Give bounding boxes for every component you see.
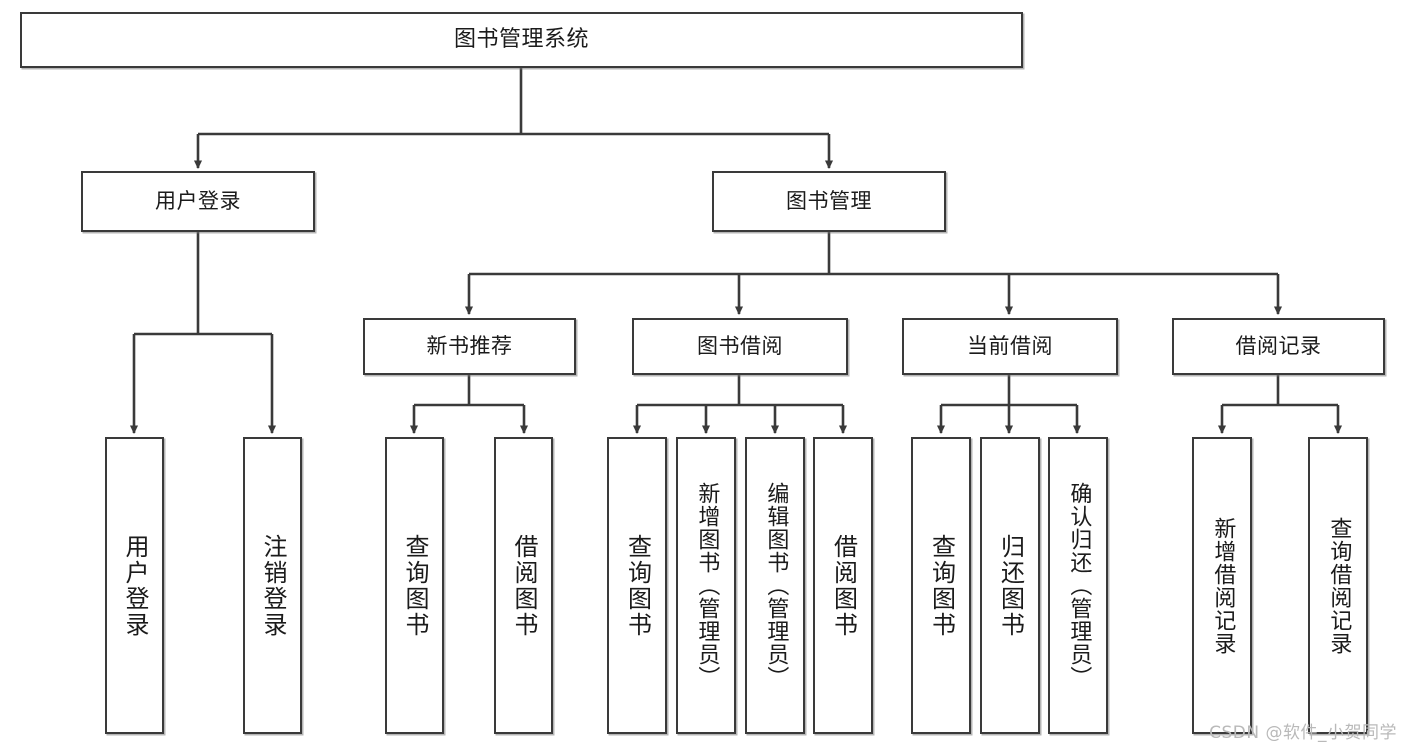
leaf-logout[interactable]: 注销登录 [243, 437, 302, 734]
node-label: 借阅图书 [509, 533, 538, 638]
node-label: 图书管理系统 [453, 27, 589, 53]
node-label: 借阅记录 [1235, 334, 1322, 359]
leaf-edit-book-admin[interactable]: 编辑图书（管理员） [745, 437, 805, 734]
node-label: 新增借阅记录 [1210, 516, 1236, 655]
node-borrow-records[interactable]: 借阅记录 [1172, 318, 1385, 375]
leaf-add-book-admin[interactable]: 新增图书（管理员） [676, 437, 736, 734]
node-label: 新增图书（管理员） [694, 482, 720, 689]
node-label: 查询借阅记录 [1326, 516, 1352, 655]
node-label: 图书管理 [786, 189, 872, 214]
leaf-return-books[interactable]: 归还图书 [980, 437, 1040, 734]
node-new-book-recommendation[interactable]: 新书推荐 [363, 318, 576, 375]
leaf-borrow-books-new[interactable]: 借阅图书 [494, 437, 553, 734]
node-label: 借阅图书 [829, 533, 858, 638]
node-label: 归还图书 [996, 533, 1025, 638]
node-user-login[interactable]: 用户登录 [81, 171, 315, 232]
leaf-query-books-new[interactable]: 查询图书 [385, 437, 444, 734]
leaf-query-books-current[interactable]: 查询图书 [911, 437, 971, 734]
node-label: 编辑图书（管理员） [763, 482, 789, 689]
leaf-user-login[interactable]: 用户登录 [105, 437, 164, 734]
node-book-borrowing[interactable]: 图书借阅 [632, 318, 848, 375]
node-label: 用户登录 [120, 533, 149, 638]
node-book-management[interactable]: 图书管理 [712, 171, 946, 232]
node-label: 查询图书 [400, 533, 429, 638]
leaf-borrow-books[interactable]: 借阅图书 [813, 437, 873, 734]
node-label: 新书推荐 [426, 334, 513, 359]
node-label: 当前借阅 [967, 334, 1053, 359]
node-label: 图书借阅 [697, 334, 783, 359]
leaf-confirm-return-admin[interactable]: 确认归还（管理员） [1048, 437, 1108, 734]
node-root-book-management-system[interactable]: 图书管理系统 [20, 12, 1023, 68]
leaf-add-borrow-record[interactable]: 新增借阅记录 [1192, 437, 1252, 734]
leaf-query-borrow-record[interactable]: 查询借阅记录 [1308, 437, 1368, 734]
csdn-watermark: CSDN @软件_小贺同学 [1209, 723, 1397, 743]
node-label: 查询图书 [623, 533, 652, 638]
node-current-borrowing[interactable]: 当前借阅 [902, 318, 1118, 375]
node-label: 确认归还（管理员） [1066, 482, 1092, 689]
node-label: 查询图书 [927, 533, 956, 638]
leaf-query-books-borrow[interactable]: 查询图书 [607, 437, 667, 734]
node-label: 用户登录 [155, 189, 241, 214]
node-label: 注销登录 [258, 533, 287, 638]
